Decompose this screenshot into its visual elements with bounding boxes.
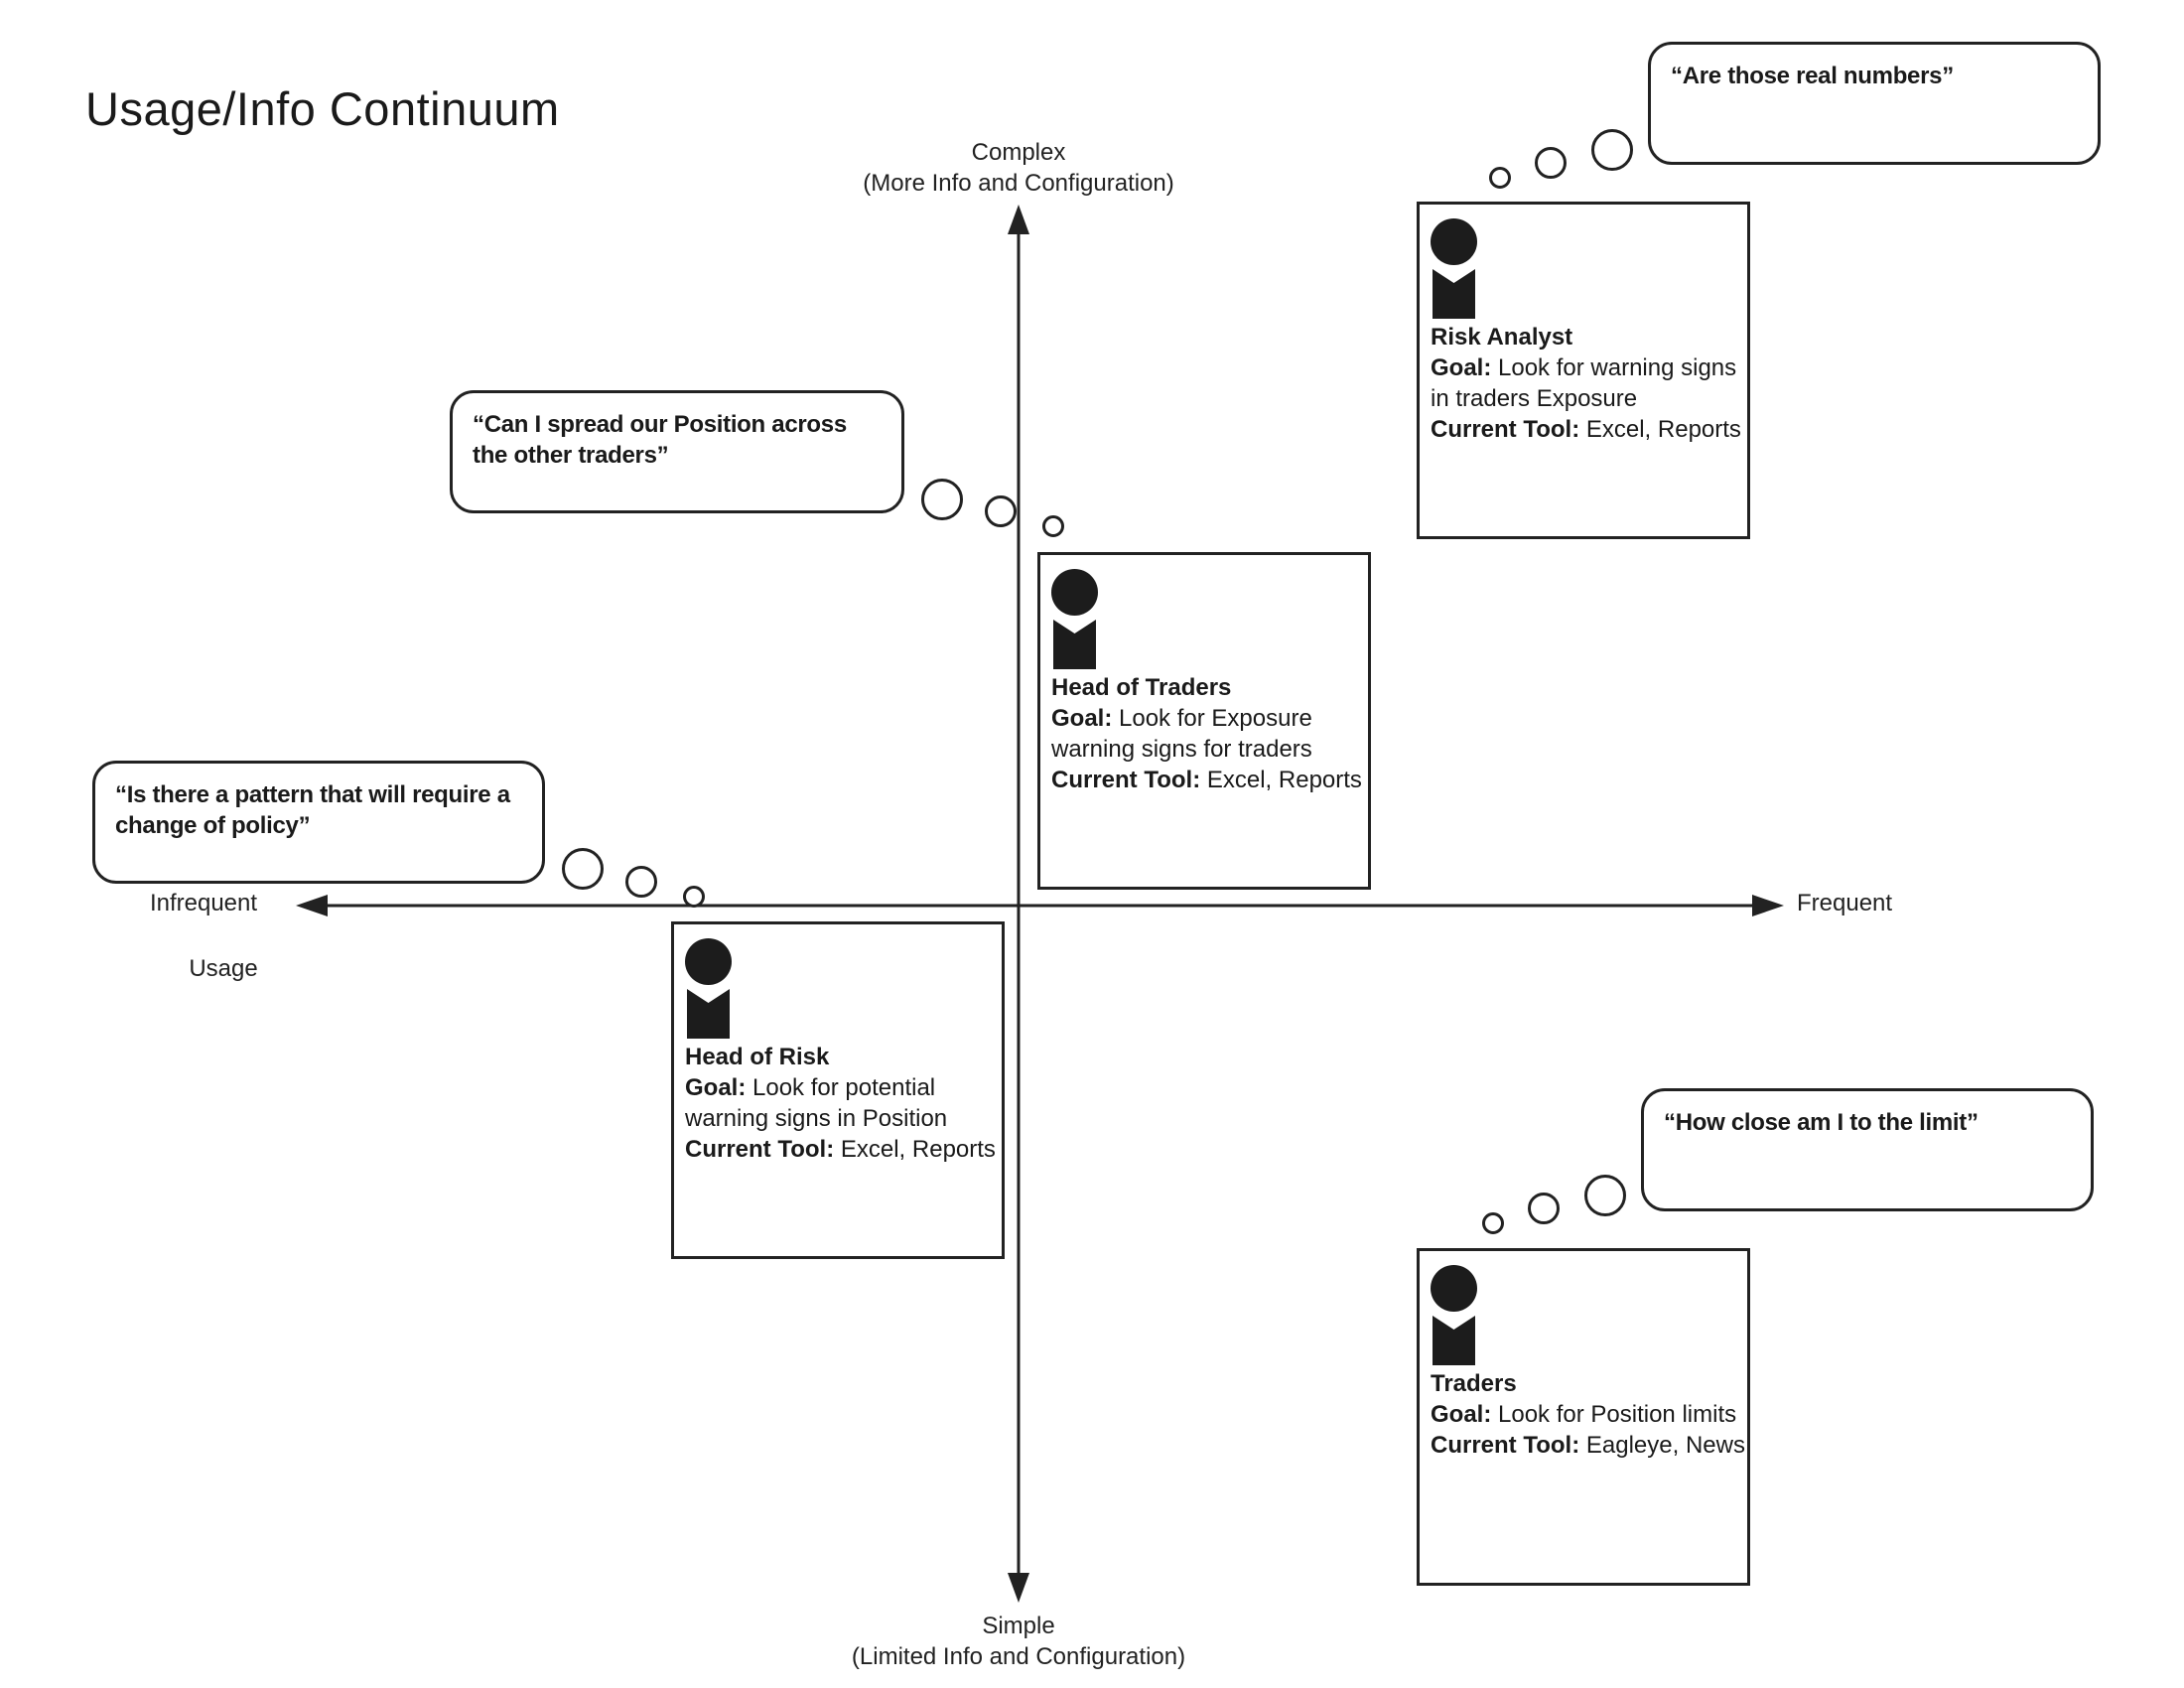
- quote-bubble-risk-analyst: “Are those real numbers”: [1648, 42, 2101, 165]
- goal-label: Goal:: [685, 1074, 747, 1101]
- quote-bubble-traders: “How close am I to the limit”: [1641, 1088, 2094, 1211]
- arrow-up-icon: [1008, 205, 1029, 234]
- persona-role: Head of Risk: [685, 1044, 830, 1070]
- axis-left-label: Infrequent: [149, 890, 258, 916]
- goal-label: Goal:: [1051, 705, 1113, 732]
- persona-card-traders: Traders Goal: Look for Position limits C…: [1417, 1248, 1750, 1586]
- thought-dot: [921, 479, 963, 520]
- thought-dot: [985, 495, 1017, 527]
- persona-role: Traders: [1431, 1370, 1517, 1397]
- thought-dot: [562, 848, 604, 890]
- persona-card-head-of-risk: Head of Risk Goal: Look for potential wa…: [671, 921, 1005, 1259]
- tool-label: Current Tool:: [685, 1136, 835, 1163]
- goal-text: Look for Position limits: [1491, 1401, 1737, 1428]
- axis-label-simple: Simple (Limited Info and Configuration): [824, 1611, 1213, 1672]
- thought-dot: [683, 886, 705, 908]
- persona-card-risk-analyst: Risk Analyst Goal: Look for warning sign…: [1417, 202, 1750, 539]
- axis-label-complex: Complex (More Info and Configuration): [834, 137, 1203, 199]
- thought-dot: [1482, 1212, 1504, 1234]
- persona-card-head-of-traders: Head of Traders Goal: Look for Exposure …: [1037, 552, 1371, 890]
- goal-text: Look for Exposure warning signs for trad…: [1051, 705, 1312, 763]
- tool-text: Excel, Reports: [1200, 767, 1362, 793]
- goal-label: Goal:: [1431, 354, 1492, 381]
- person-icon: [1431, 218, 1477, 320]
- person-icon: [1051, 569, 1098, 670]
- tool-label: Current Tool:: [1431, 1432, 1580, 1459]
- quote-bubble-head-of-traders: “Can I spread our Position across the ot…: [450, 390, 904, 513]
- quote-bubble-head-of-risk: “Is there a pattern that will require a …: [92, 761, 545, 884]
- persona-tool: Current Tool: Excel, Reports: [685, 1134, 1002, 1165]
- tool-label: Current Tool:: [1051, 767, 1201, 793]
- persona-role: Risk Analyst: [1431, 324, 1573, 351]
- thought-dot: [625, 866, 657, 898]
- page-title: Usage/Info Continuum: [85, 82, 560, 135]
- axis-left-sublabel: Usage: [189, 955, 258, 982]
- arrow-down-icon: [1008, 1573, 1029, 1603]
- goal-label: Goal:: [1431, 1401, 1492, 1428]
- persona-goal: Goal: Look for Exposure warning signs fo…: [1051, 703, 1368, 765]
- axis-top-label: Complex: [971, 139, 1066, 166]
- goal-text: Look for potential warning signs in Posi…: [685, 1074, 948, 1132]
- axis-right-label: Frequent: [1797, 890, 1893, 916]
- thought-dot: [1042, 515, 1064, 537]
- tool-text: Eagleye, News: [1579, 1432, 1745, 1459]
- axis-bottom-sublabel: (Limited Info and Configuration): [851, 1643, 1186, 1670]
- persona-goal: Goal: Look for potential warning signs i…: [685, 1072, 1002, 1134]
- tool-label: Current Tool:: [1431, 416, 1580, 443]
- thought-dot: [1489, 167, 1511, 189]
- persona-tool: Current Tool: Eagleye, News: [1431, 1430, 1747, 1461]
- tool-text: Excel, Reports: [1579, 416, 1741, 443]
- persona-role: Head of Traders: [1051, 674, 1232, 701]
- person-icon: [685, 938, 732, 1040]
- thought-dot: [1528, 1193, 1560, 1224]
- thought-dot: [1535, 147, 1567, 179]
- goal-text: Look for warning signs in traders Exposu…: [1431, 354, 1737, 412]
- axis-bottom-label: Simple: [982, 1613, 1055, 1639]
- thought-dot: [1584, 1175, 1626, 1216]
- arrow-left-icon: [296, 895, 328, 916]
- persona-tool: Current Tool: Excel, Reports: [1431, 414, 1747, 445]
- persona-tool: Current Tool: Excel, Reports: [1051, 765, 1368, 795]
- arrow-right-icon: [1752, 895, 1784, 916]
- persona-goal: Goal: Look for Position limits: [1431, 1399, 1747, 1430]
- person-icon: [1431, 1265, 1477, 1366]
- persona-goal: Goal: Look for warning signs in traders …: [1431, 352, 1747, 414]
- tool-text: Excel, Reports: [834, 1136, 996, 1163]
- thought-dot: [1591, 129, 1633, 171]
- axis-top-sublabel: (More Info and Configuration): [863, 170, 1174, 197]
